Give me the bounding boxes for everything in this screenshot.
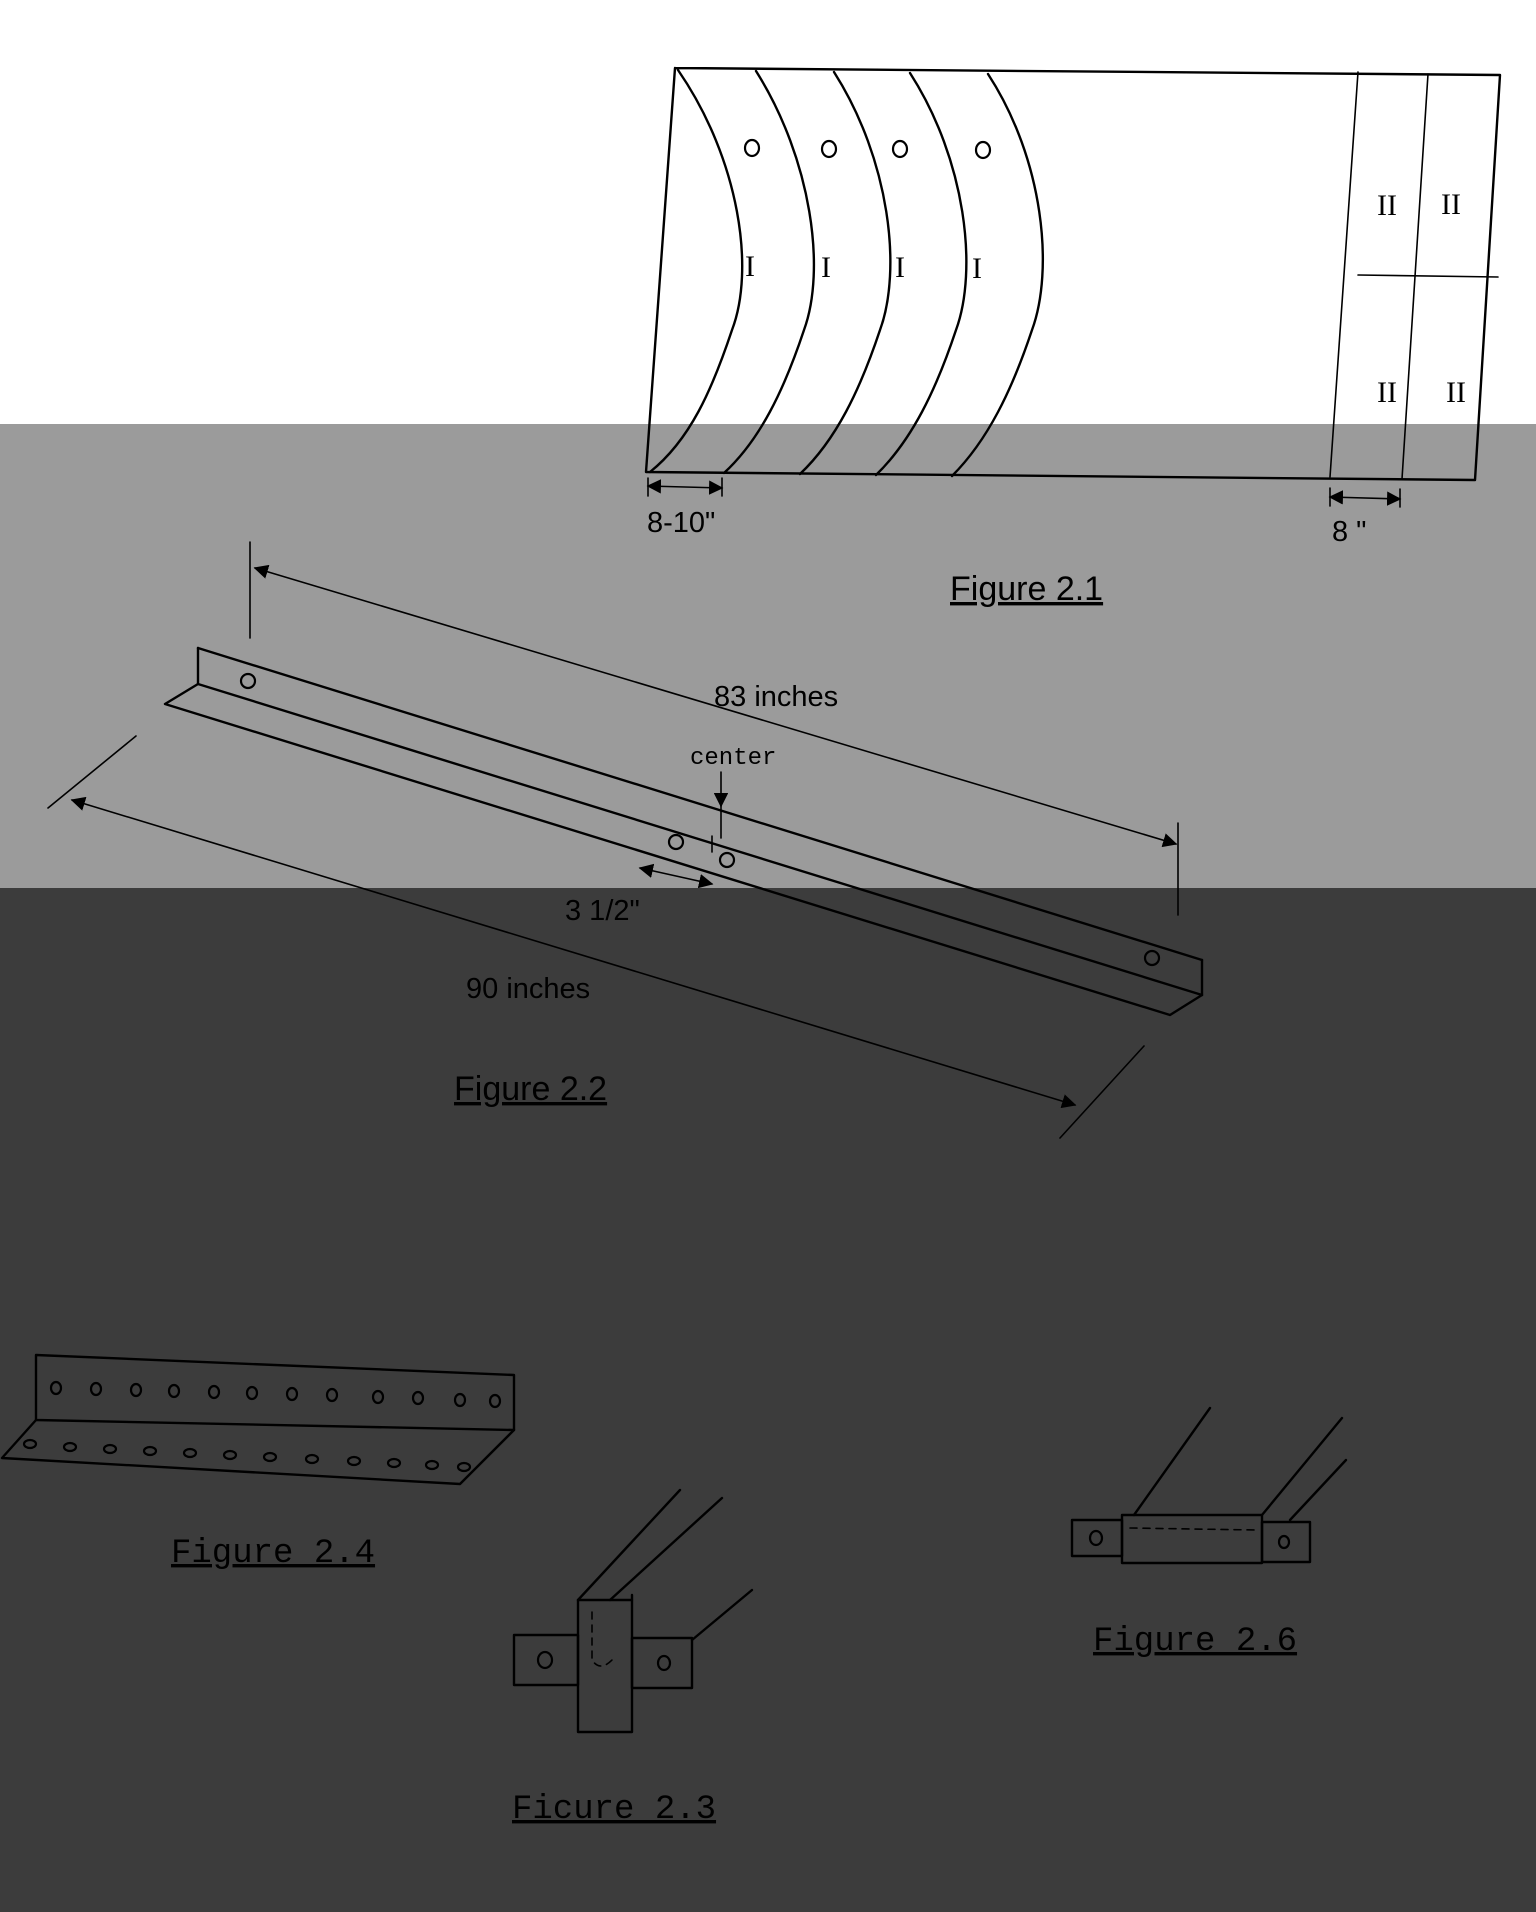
hole	[424, 1459, 440, 1471]
hole	[453, 1392, 467, 1408]
figure-2-1: I I I I II II II II 8-10" 8 " Figure 2.1	[644, 66, 1502, 608]
hole	[1143, 949, 1161, 967]
hole	[22, 1438, 38, 1450]
figure-2-6-caption: Figure 2.6	[1093, 1623, 1297, 1661]
section-label-II: II	[1441, 188, 1461, 221]
figure-2-2: 83 inches center 3 1/2" 90 inches Figure…	[47, 541, 1204, 1139]
hole	[262, 1451, 278, 1463]
hole	[1277, 1534, 1291, 1550]
hole	[371, 1389, 385, 1405]
section-label-I: I	[895, 251, 905, 284]
section-II-labels: II II II II	[1377, 188, 1466, 409]
dimension-83-label: 83 inches	[714, 681, 838, 713]
section-label-I: I	[821, 251, 831, 284]
vertical-post	[576, 1488, 724, 1734]
cutting-board-outline	[644, 66, 1502, 482]
perforation-holes	[22, 1380, 502, 1473]
dimension-right-label: 8 "	[1332, 516, 1366, 548]
angle-iron	[163, 646, 1204, 1017]
figure-2-4-caption: Figure 2.4	[171, 1535, 375, 1573]
hole	[142, 1445, 158, 1457]
hole	[656, 1654, 672, 1672]
hole	[743, 138, 761, 158]
dimension-90: 90 inches	[47, 735, 1145, 1139]
perforated-angle	[0, 1353, 516, 1486]
hole	[304, 1453, 320, 1465]
hole	[411, 1390, 425, 1406]
bracket-tabs	[1070, 1518, 1312, 1564]
hole	[667, 833, 685, 851]
hole	[456, 1461, 472, 1473]
hole	[1088, 1529, 1104, 1547]
hole	[167, 1383, 181, 1399]
hole	[245, 1385, 259, 1401]
hole	[239, 672, 257, 690]
hole	[718, 851, 736, 869]
hole	[285, 1386, 299, 1402]
hole	[974, 140, 992, 160]
hole	[62, 1441, 78, 1453]
section-holes	[743, 138, 992, 160]
curved-section-lines	[648, 68, 1044, 478]
figure-2-2-caption: Figure 2.2	[454, 1070, 607, 1108]
hole	[536, 1650, 554, 1670]
offset-marker: 3 1/2"	[565, 863, 714, 927]
section-I-labels: I I I I	[745, 250, 982, 285]
hole	[129, 1382, 143, 1398]
section-label-II: II	[1377, 376, 1397, 409]
hole	[346, 1455, 362, 1467]
center-label: center	[690, 745, 776, 772]
dimension-left-label: 8-10"	[647, 507, 715, 539]
section-label-II: II	[1377, 189, 1397, 222]
section-label-I: I	[972, 252, 982, 285]
angle-iron-holes	[239, 672, 1161, 967]
bracket-tabs	[512, 1588, 754, 1690]
figure-2-3: Ficure 2.3	[512, 1488, 754, 1829]
figure-2-6: Figure 2.6	[1070, 1406, 1348, 1661]
hole	[207, 1384, 221, 1400]
figure-2-4: Figure 2.4	[0, 1353, 516, 1573]
section-label-II: II	[1446, 376, 1466, 409]
dimension-90-label: 90 inches	[466, 973, 590, 1005]
section-label-I: I	[745, 250, 755, 283]
hole	[89, 1381, 103, 1397]
hole	[182, 1447, 198, 1459]
hole	[820, 139, 838, 159]
figure-2-1-caption: Figure 2.1	[950, 570, 1103, 608]
hole	[222, 1449, 238, 1461]
hole	[325, 1387, 339, 1403]
figure-2-3-caption: Ficure 2.3	[512, 1791, 716, 1829]
hole	[102, 1443, 118, 1455]
hole	[891, 139, 909, 159]
hole	[49, 1380, 63, 1396]
hole	[386, 1457, 402, 1469]
dimension-markers: 8-10" 8 "	[646, 477, 1402, 548]
hole	[488, 1393, 502, 1409]
offset-label: 3 1/2"	[565, 895, 640, 927]
horizontal-rail	[1120, 1406, 1348, 1565]
